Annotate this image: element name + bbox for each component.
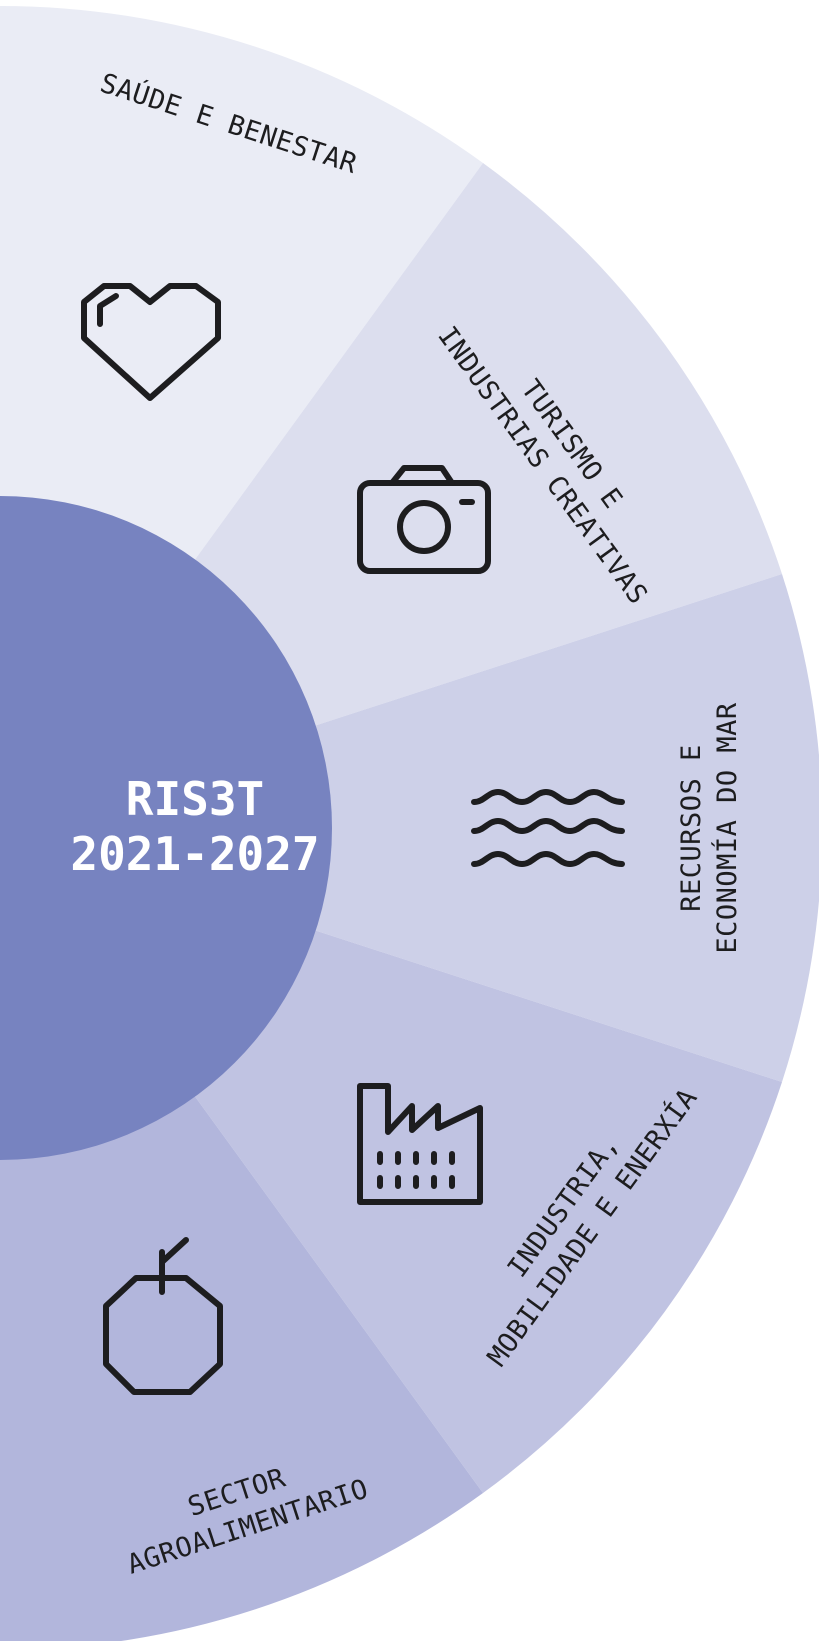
center-years: 2021-2027 bbox=[70, 827, 319, 881]
center-title: RIS3T bbox=[126, 772, 264, 826]
factory-icon bbox=[357, 1083, 483, 1205]
apple-icon bbox=[103, 1237, 223, 1395]
segment-label-recursos: RECURSOS E ECONOMÍA DO MAR bbox=[676, 702, 743, 954]
camera-icon bbox=[357, 465, 491, 574]
segment-label-recursos-line2: ECONOMÍA DO MAR bbox=[711, 702, 743, 954]
segment-label-recursos-line1: RECURSOS E bbox=[676, 744, 707, 912]
segment-recursos bbox=[0, 574, 819, 1082]
heart-icon bbox=[81, 283, 221, 401]
waves-icon bbox=[471, 789, 625, 867]
center-circle bbox=[0, 496, 332, 1160]
